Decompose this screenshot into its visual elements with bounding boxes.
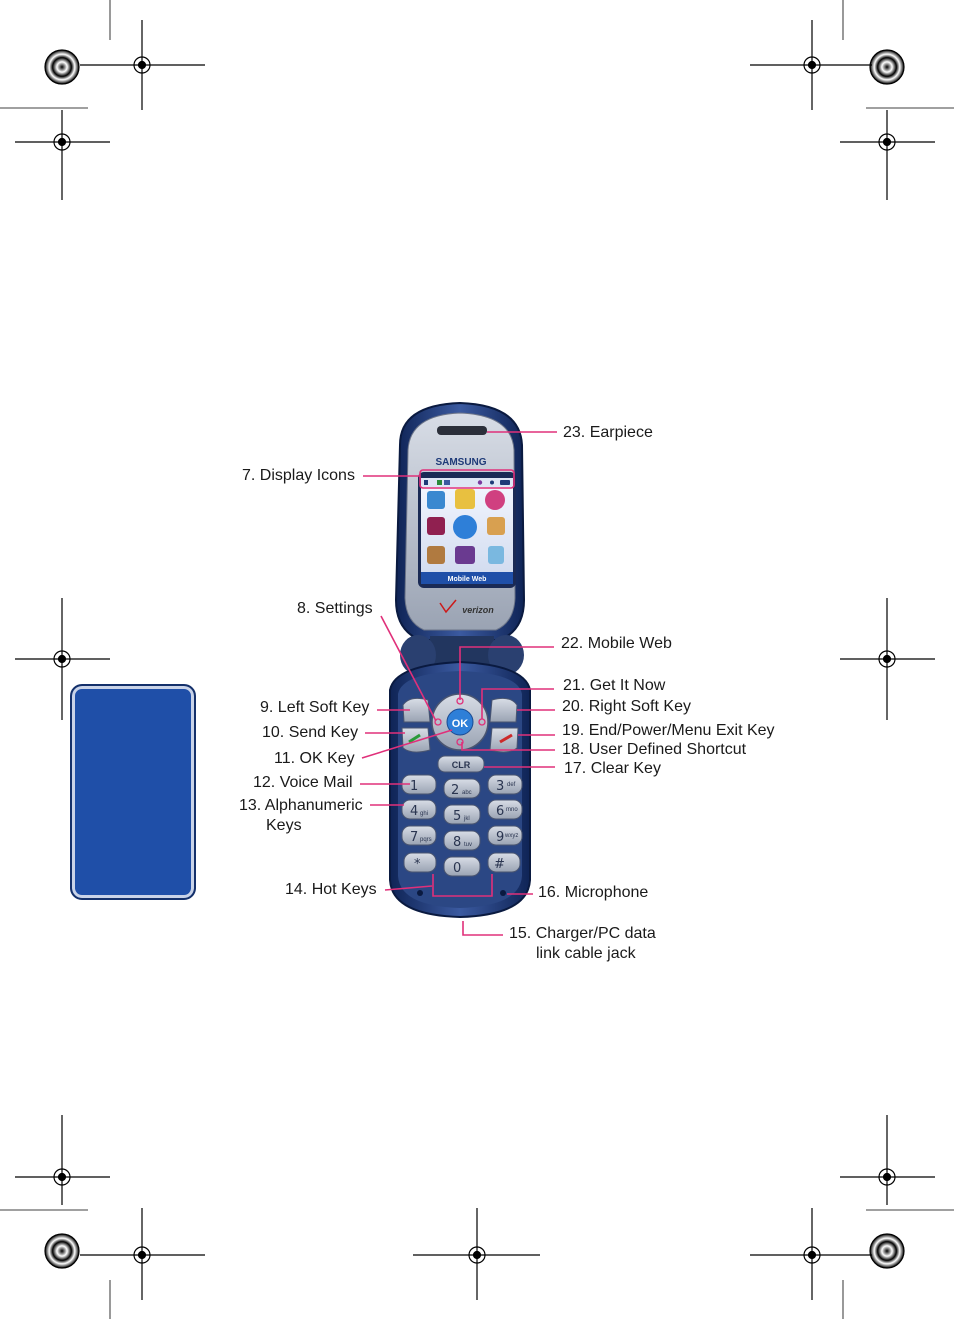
ok-key — [446, 708, 474, 736]
callout-labels: 23. Earpiece 7. Display Icons 8. Setting… — [239, 424, 775, 962]
send-key — [401, 727, 431, 753]
clr-key — [437, 755, 485, 773]
crosshair-icon — [15, 1115, 110, 1205]
status-icons — [424, 480, 510, 485]
section-tab — [70, 684, 196, 900]
crosshair-icon — [840, 1115, 935, 1205]
registration-rosette-icon — [869, 49, 905, 85]
label-charger-2: link cable jack — [536, 945, 637, 962]
screen-title: Mobile Web — [448, 576, 487, 583]
crosshair-icon — [750, 20, 872, 110]
keypad: 1 2 abc 3 def 4 ghi 5 jkl 6 mno 7 pqrs 8… — [401, 774, 523, 877]
crosshair-icon — [840, 110, 935, 200]
earpiece — [437, 426, 487, 435]
menu-icon-grid — [427, 489, 505, 564]
crosshair-icon — [80, 1208, 205, 1300]
label-settings: 8. Settings — [297, 600, 373, 617]
microphone — [500, 890, 506, 896]
label-voice-mail: 12. Voice Mail — [253, 774, 353, 791]
key-8-letters: tuv — [464, 842, 472, 848]
crosshair-icon — [750, 1208, 872, 1300]
crosshair-icon — [840, 598, 935, 720]
label-ok-key: 11. OK Key — [274, 750, 355, 767]
crosshair-icon — [80, 20, 205, 110]
registration-rosette-icon — [44, 1233, 80, 1269]
crosshair-icon — [413, 1208, 540, 1300]
key-8: 8 — [453, 835, 461, 850]
registration-rosette-icon — [44, 49, 80, 85]
label-clear-key: 17. Clear Key — [564, 760, 661, 777]
key-6-letters: mno — [506, 807, 518, 813]
verizon-check-icon — [439, 599, 457, 614]
key-5: 5 — [453, 809, 461, 824]
key-9: 9 — [496, 830, 504, 845]
key-3: 3 — [496, 779, 504, 794]
label-right-soft-key: 20. Right Soft Key — [562, 698, 691, 715]
right-soft-key — [489, 697, 518, 723]
send-icon — [408, 733, 421, 744]
label-earpiece: 23. Earpiece — [563, 424, 653, 441]
key-7-letters: pqrs — [420, 837, 432, 843]
key-6: 6 — [496, 804, 504, 819]
key-4: 4 — [410, 804, 418, 819]
label-display-icons: 7. Display Icons — [242, 467, 355, 484]
key-star: * — [414, 857, 421, 872]
left-soft-key — [402, 697, 431, 723]
key-1: 1 — [410, 779, 418, 794]
phone-illustration: SAMSUNG Mobile Web ver — [389, 401, 531, 919]
label-left-soft-key: 9. Left Soft Key — [260, 699, 369, 716]
ok-key-label: OK — [452, 718, 469, 730]
label-get-it-now: 21. Get It Now — [563, 677, 666, 694]
label-mobile-web: 22. Mobile Web — [561, 635, 672, 652]
label-alphanumeric-1: 13. Alphanumeric — [239, 797, 363, 814]
key-2: 2 — [451, 783, 459, 798]
key-5-letters: jkl — [463, 816, 470, 822]
label-microphone: 16. Microphone — [538, 884, 648, 901]
callout-lines — [360, 431, 557, 936]
crosshair-icon — [15, 110, 110, 200]
key-2-letters: abc — [462, 790, 472, 796]
key-9-letters: wxyz — [504, 833, 518, 839]
key-4-letters: ghi — [420, 811, 428, 817]
brand-text: SAMSUNG — [435, 457, 486, 468]
registration-rosette-icon — [869, 1233, 905, 1269]
label-hot-keys: 14. Hot Keys — [285, 881, 377, 898]
label-alphanumeric-2: Keys — [266, 817, 302, 834]
label-user-shortcut: 18. User Defined Shortcut — [562, 741, 747, 758]
clr-key-label: CLR — [452, 760, 471, 770]
crosshair-icon — [15, 598, 110, 720]
key-0: 0 — [453, 861, 461, 876]
end-icon — [499, 733, 513, 744]
key-3-letters: def — [507, 782, 516, 788]
carrier-logo: verizon — [462, 605, 494, 615]
label-send-key: 10. Send Key — [262, 724, 358, 741]
label-end-key: 19. End/Power/Menu Exit Key — [562, 722, 775, 739]
key-hash: # — [494, 857, 505, 872]
label-charger-1: 15. Charger/PC data — [509, 925, 656, 942]
key-7: 7 — [410, 830, 418, 845]
